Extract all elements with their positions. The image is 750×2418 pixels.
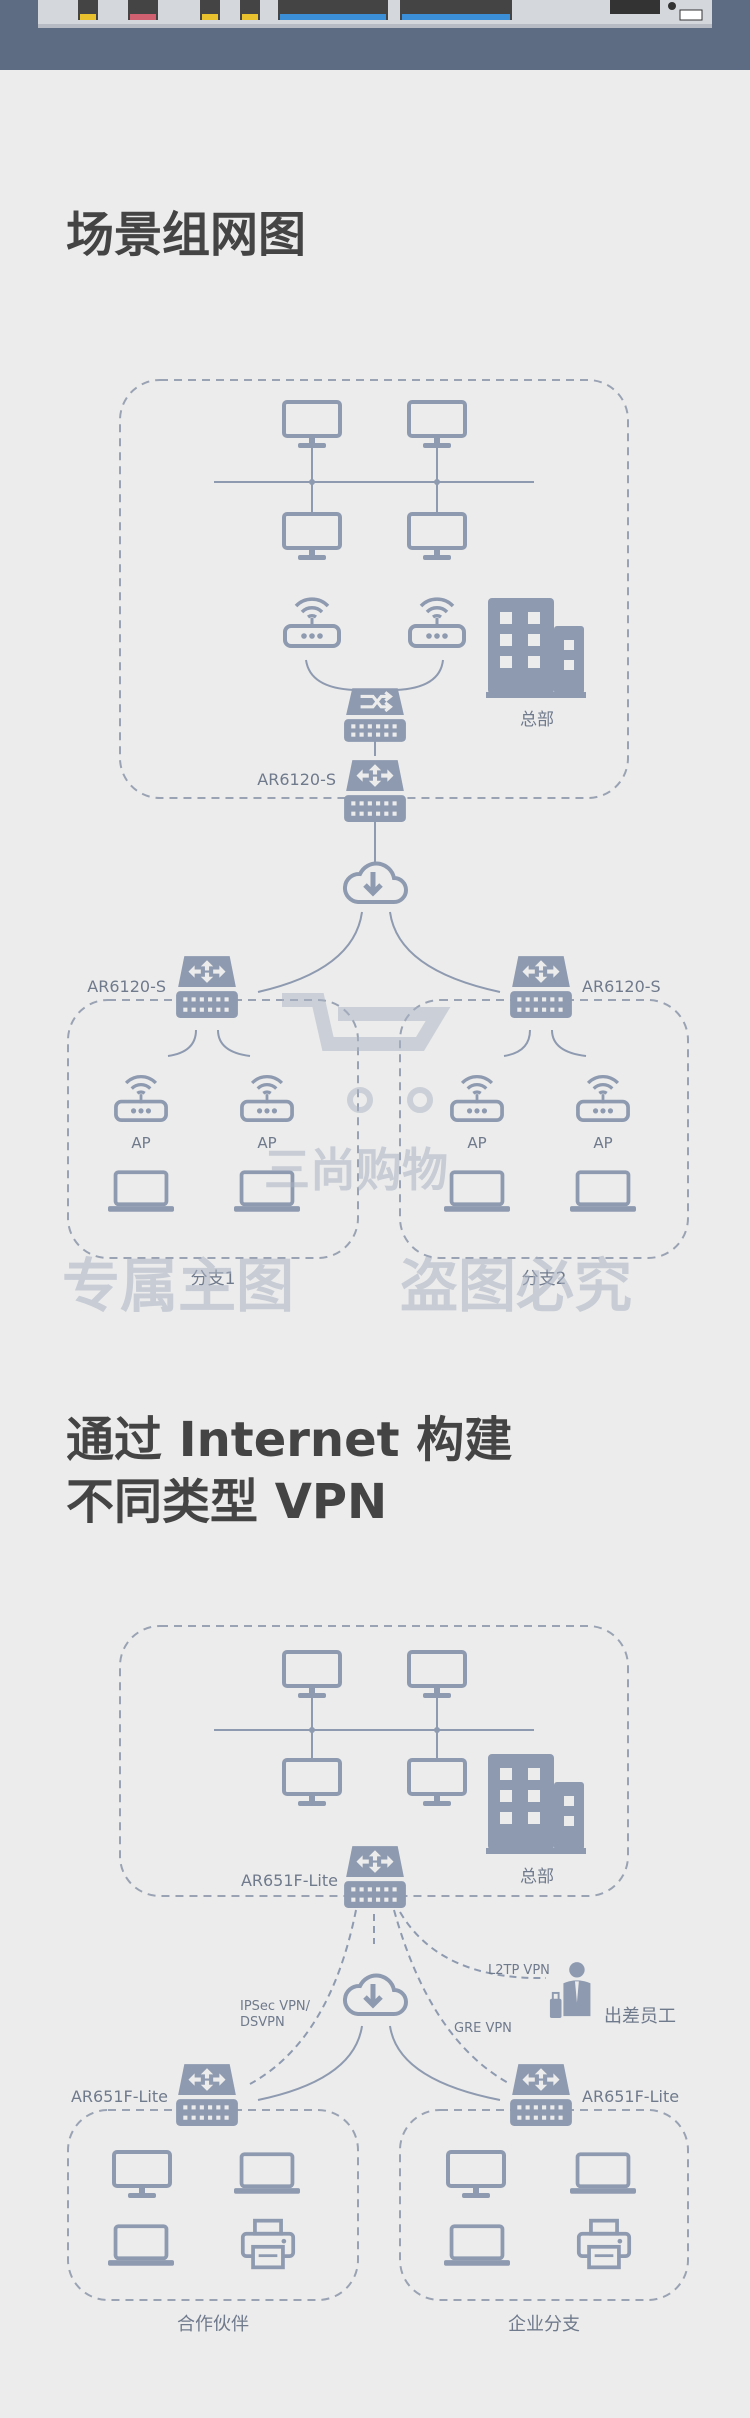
router-icon xyxy=(344,1846,406,1908)
hq2-label: 总部 xyxy=(520,1867,554,1887)
router-icon xyxy=(510,956,572,1018)
router-icon xyxy=(344,760,406,822)
top-device-band xyxy=(0,0,750,70)
printer-icon xyxy=(576,2218,632,2270)
laptop-icon xyxy=(570,2152,636,2196)
traveler-label: 出差员工 xyxy=(604,2006,676,2027)
hq2-router-label: AR651F-Lite xyxy=(241,1871,338,1890)
hq-router-label: AR6120-S xyxy=(257,770,336,789)
monitor-icon xyxy=(282,1758,342,1808)
router-icon xyxy=(176,956,238,1018)
monitor-icon xyxy=(282,400,342,450)
laptop-icon xyxy=(444,1170,510,1214)
vpn-left-label-2: DSVPN xyxy=(240,2015,285,2030)
monitor-icon xyxy=(407,512,467,562)
laptop-icon xyxy=(234,2152,300,2196)
partner-router-label: AR651F-Lite xyxy=(71,2087,168,2106)
switch-icon xyxy=(342,686,408,744)
partner-zone xyxy=(67,2109,359,2301)
section2-title-line1: 通过 Internet 构建 xyxy=(66,1412,512,1468)
router-icon xyxy=(510,2064,572,2126)
monitor-icon xyxy=(282,1650,342,1700)
cloud-icon xyxy=(345,1976,406,2014)
branch-left-router-label: AR6120-S xyxy=(87,977,166,996)
ap-label: AP xyxy=(467,1134,486,1152)
l2tp-label: L2TP VPN xyxy=(488,1963,550,1978)
branch-right-zone xyxy=(399,999,689,1259)
wifi-ap-icon xyxy=(450,1074,504,1122)
branch2-zone xyxy=(399,2109,689,2301)
branch-right-router-label: AR6120-S xyxy=(582,977,661,996)
wifi-ap-icon xyxy=(114,1074,168,1122)
laptop-icon xyxy=(108,1170,174,1214)
branch-left-label: 分支1 xyxy=(191,1269,236,1289)
section2-diagram xyxy=(67,1625,689,2301)
section1-title: 场景组网图 xyxy=(66,207,306,263)
ap-label: AP xyxy=(593,1134,612,1152)
partner-label: 合作伙伴 xyxy=(177,2314,249,2335)
printer-icon xyxy=(240,2218,296,2270)
ap-label: AP xyxy=(257,1134,276,1152)
wifi-ap-icon xyxy=(408,597,466,648)
watermark: 三尚购物 专属主图 盗图必究 xyxy=(62,993,632,1320)
cart-icon xyxy=(282,993,451,1051)
gre-label: GRE VPN xyxy=(454,2021,512,2036)
laptop-icon xyxy=(108,2224,174,2268)
monitor-icon xyxy=(407,400,467,450)
branch2-router-label: AR651F-Lite xyxy=(582,2087,679,2106)
section2-title-line2: 不同类型 VPN xyxy=(66,1474,387,1530)
building-icon xyxy=(486,598,586,698)
hq-label: 总部 xyxy=(520,710,554,730)
watermark-right: 盗图必究 xyxy=(400,1252,632,1320)
cloud-icon xyxy=(345,864,406,902)
router-icon xyxy=(176,2064,238,2126)
monitor-icon xyxy=(407,1650,467,1700)
branch2-label: 企业分支 xyxy=(508,2314,580,2335)
ap-label: AP xyxy=(131,1134,150,1152)
monitor-icon xyxy=(112,2150,172,2200)
wifi-ap-icon xyxy=(283,597,341,648)
watermark-left: 专属主图 xyxy=(62,1252,294,1320)
wifi-ap-icon xyxy=(240,1074,294,1122)
monitor-icon xyxy=(282,512,342,562)
person-icon xyxy=(548,1961,592,2019)
branch-right-label: 分支2 xyxy=(522,1269,567,1289)
vpn-left-label: IPSec VPN/ xyxy=(240,1999,311,2014)
wifi-ap-icon xyxy=(576,1074,630,1122)
building-icon xyxy=(486,1754,586,1854)
monitor-icon xyxy=(407,1758,467,1808)
hq-zone xyxy=(119,379,629,799)
watermark-store: 三尚购物 xyxy=(264,1143,448,1197)
laptop-icon xyxy=(444,2224,510,2268)
branch-left-zone xyxy=(67,999,359,1259)
laptop-icon xyxy=(570,1170,636,1214)
monitor-icon xyxy=(446,2150,506,2200)
